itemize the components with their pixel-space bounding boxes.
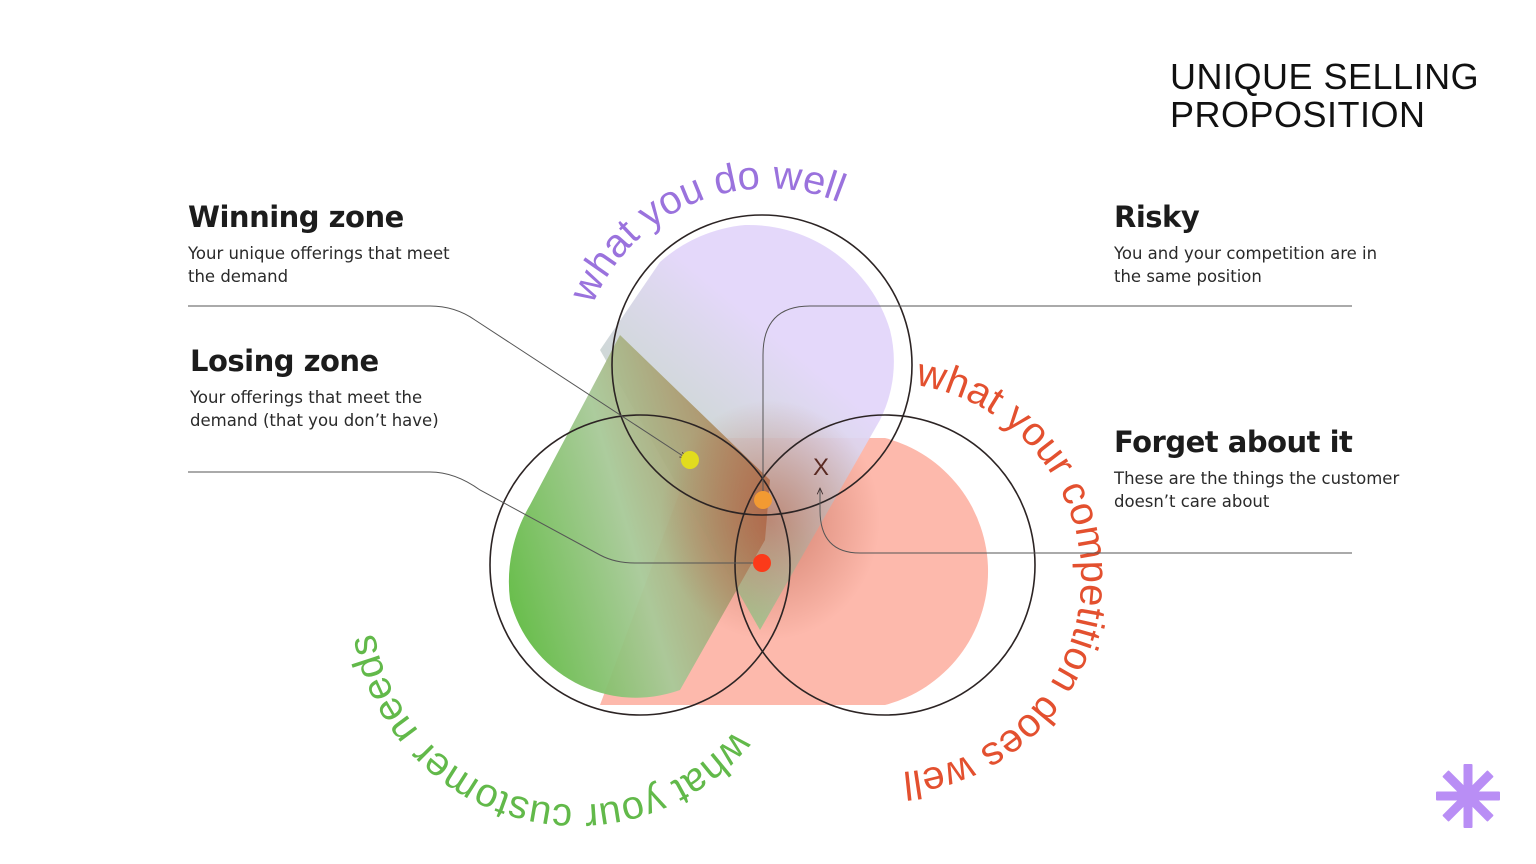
winning-zone-marker[interactable]: [681, 451, 699, 469]
risky-marker[interactable]: [754, 491, 772, 509]
circle-you-do-well: [611, 214, 913, 516]
losing-zone-block: Losing zone Your offerings that meet the…: [190, 344, 460, 432]
leader-risky: [763, 305, 1352, 500]
forget-about-it-block: Forget about it These are the things the…: [1114, 425, 1414, 513]
losing-zone-description: Your offerings that meet the demand (tha…: [190, 388, 439, 430]
circle-customer-needs: [489, 414, 791, 716]
leader-forget-about-it: [820, 488, 1352, 554]
page-title: UNIQUE SELLING PROPOSITION: [1170, 58, 1479, 134]
winning-zone-description: Your unique offerings that meet the dema…: [188, 244, 450, 286]
winning-zone-block: Winning zone Your unique offerings that …: [188, 200, 458, 288]
risky-block: Risky You and your competition are in th…: [1114, 200, 1384, 288]
forget-about-it-marker[interactable]: X: [813, 454, 829, 481]
leader-winning-zone: [188, 305, 686, 458]
winning-zone-heading: Winning zone: [188, 200, 404, 234]
risky-heading: Risky: [1114, 200, 1200, 234]
losing-zone-marker[interactable]: [753, 554, 771, 572]
title-line-2: PROPOSITION: [1170, 94, 1426, 135]
circle-competition: [734, 414, 1036, 716]
forget-about-it-heading: Forget about it: [1114, 425, 1353, 459]
title-line-1: UNIQUE SELLING: [1170, 56, 1480, 97]
forget-about-it-description: These are the things the customer doesn’…: [1114, 469, 1400, 511]
asterisk-icon: [1436, 764, 1500, 828]
losing-zone-heading: Losing zone: [190, 344, 379, 378]
risky-description: You and your competition are in the same…: [1114, 244, 1378, 286]
leader-losing-zone: [188, 471, 760, 563]
center-overlap-shade: [660, 400, 880, 640]
